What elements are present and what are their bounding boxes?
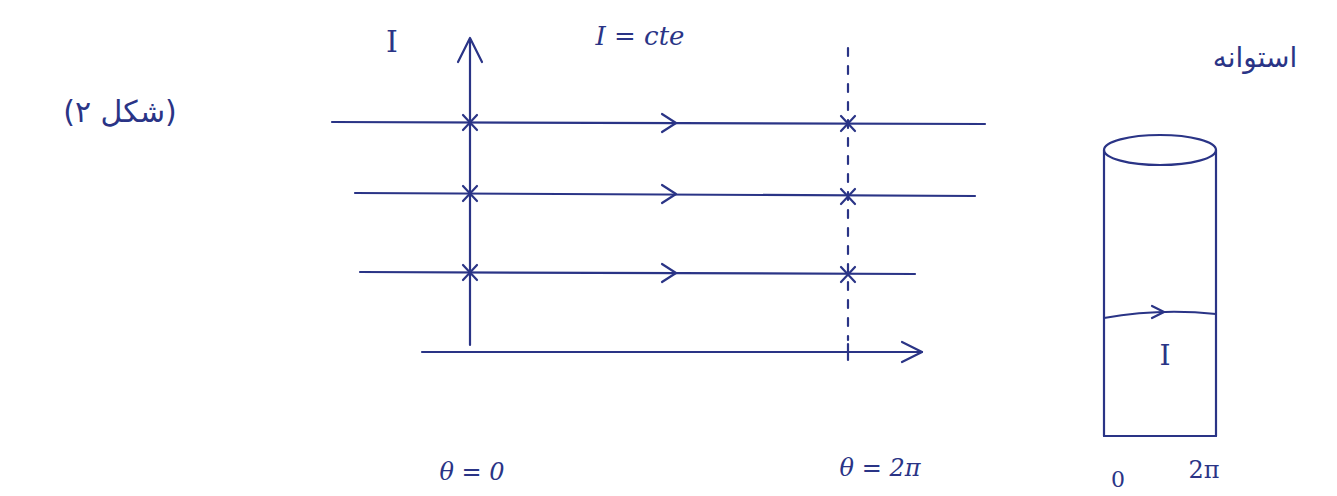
i-axis-head — [458, 38, 482, 62]
angle-label: 2π — [1188, 458, 1219, 482]
angle-label: θ = 2π — [840, 456, 921, 480]
angle-label: 0 — [1111, 469, 1125, 491]
cylinder — [1104, 135, 1216, 436]
current-arrow — [662, 264, 676, 282]
figure-number: (شکل ۲) — [63, 97, 177, 127]
current-line — [355, 193, 975, 196]
dashed-line — [847, 48, 849, 340]
cylinder-label: استوانه — [1213, 44, 1298, 72]
current-label: I — [1159, 342, 1170, 370]
theta-axis-head — [902, 342, 922, 362]
current-note: I = cte — [596, 23, 685, 49]
angle-label: θ = 0 — [439, 460, 504, 484]
current-arrow — [662, 185, 676, 203]
theta-tick — [847, 344, 849, 360]
current-arrow — [662, 114, 676, 132]
current-line — [360, 272, 915, 274]
current-line — [332, 122, 985, 124]
cross-marks — [463, 115, 855, 282]
axis-label: I — [386, 27, 398, 57]
